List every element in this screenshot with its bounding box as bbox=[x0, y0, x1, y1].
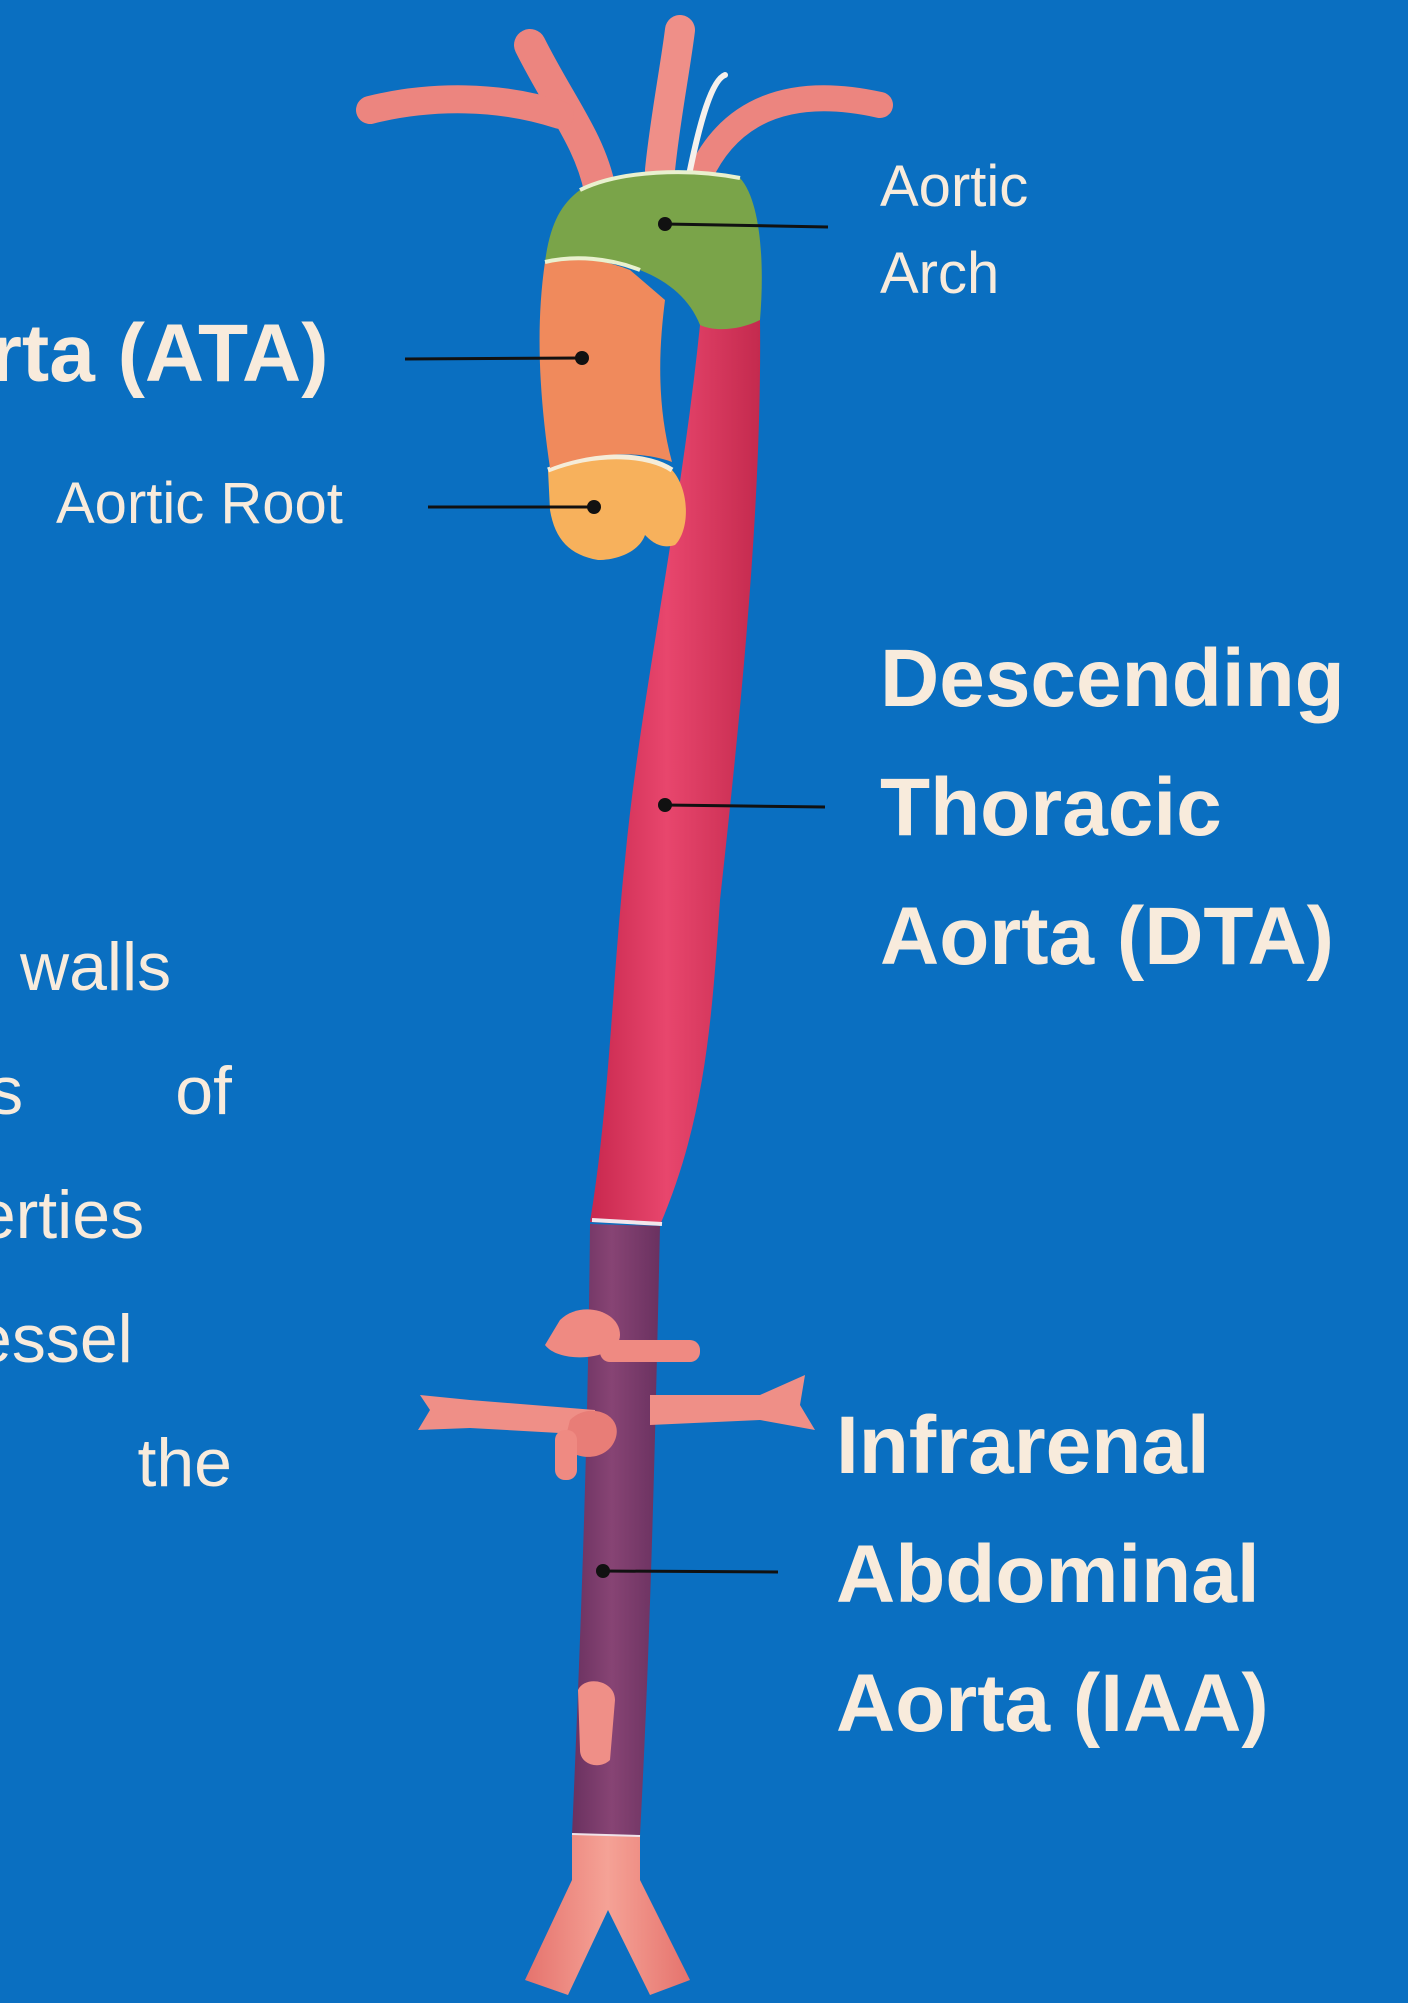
paragraph-line: sis of bbox=[0, 1029, 232, 1153]
paragraph-line: perties bbox=[0, 1153, 232, 1277]
leader-dta bbox=[665, 805, 825, 807]
supra-aortic-branches bbox=[370, 30, 880, 190]
description-paragraph-fragment: walls sis of perties vessel of the bbox=[0, 905, 232, 1525]
aortic-arch-label: Aortic Arch bbox=[880, 143, 1028, 317]
ascending-aorta-segment bbox=[540, 258, 672, 468]
paragraph-line: walls bbox=[0, 905, 232, 1029]
aortic-root-label: Aortic Root bbox=[56, 460, 343, 547]
paragraph-line: of the bbox=[0, 1401, 232, 1525]
leader-ata bbox=[405, 358, 582, 359]
leader-iaa bbox=[603, 1571, 778, 1572]
dta-label: Descending Thoracic Aorta (DTA) bbox=[880, 614, 1345, 1001]
ata-label: rta (ATA) bbox=[0, 289, 329, 418]
paragraph-line: vessel bbox=[0, 1277, 232, 1401]
iaa-label: Infrarenal Abdominal Aorta (IAA) bbox=[836, 1381, 1269, 1768]
iliac-bifurcation bbox=[525, 1835, 690, 1995]
